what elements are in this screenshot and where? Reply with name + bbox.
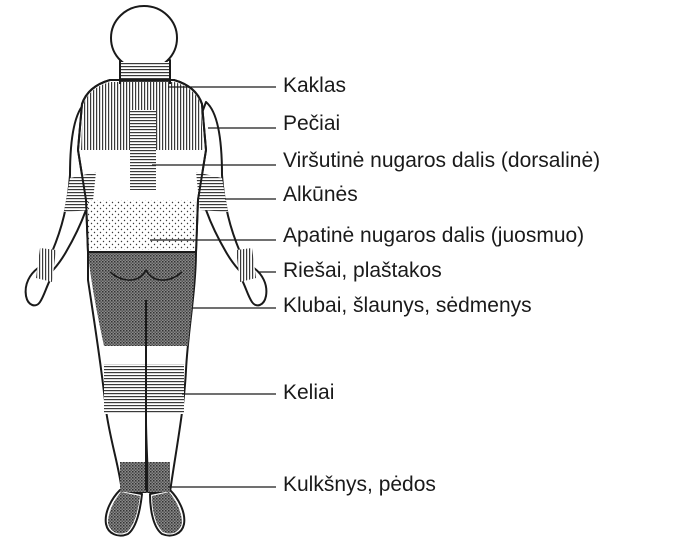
label-hips-thighs: Klubai, šlaunys, sėdmenys — [283, 294, 532, 318]
left-knee-shading — [104, 364, 146, 414]
label-knees: Keliai — [283, 381, 334, 405]
label-lower-back: Apatinė nugaros dalis (juosmuo) — [283, 224, 584, 248]
label-elbows: Alkūnės — [283, 183, 358, 207]
right-ankle-shading — [148, 462, 170, 492]
label-upper-back: Viršutinė nugaros dalis (dorsalinė) — [283, 149, 600, 173]
lower-back-shading — [88, 200, 196, 250]
hip-thigh-shading — [89, 252, 195, 346]
right-wrist-shading — [236, 248, 256, 282]
upper-back-shading — [130, 110, 156, 190]
left-wrist-shading — [36, 248, 56, 282]
label-neck: Kaklas — [283, 74, 346, 98]
left-ankle-shading — [120, 462, 146, 492]
label-wrists-hands: Riešai, plaštakos — [283, 259, 442, 283]
right-knee-shading — [147, 364, 184, 414]
label-ankles-feet: Kulkšnys, pėdos — [283, 473, 436, 497]
label-shoulders: Pečiai — [283, 112, 340, 136]
